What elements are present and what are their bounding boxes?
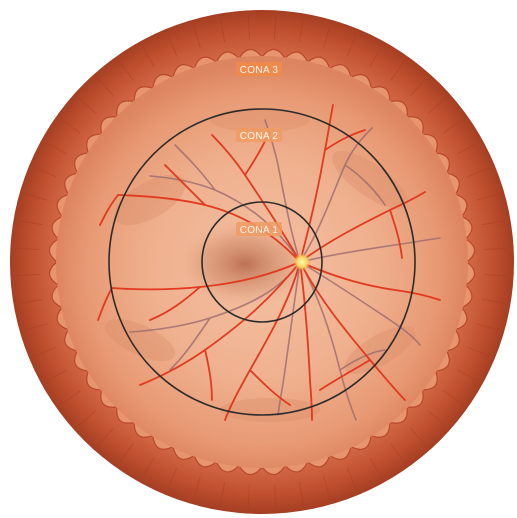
zone-label-3: CONA 3: [236, 62, 282, 76]
svg-text:CONA 3: CONA 3: [240, 65, 279, 76]
zone-label-2: CONA 2: [236, 128, 282, 142]
svg-text:CONA 2: CONA 2: [240, 131, 279, 142]
zone-label-1: CONA 1: [236, 222, 282, 236]
svg-text:CONA 1: CONA 1: [240, 225, 279, 236]
optic-disc: [293, 253, 311, 271]
